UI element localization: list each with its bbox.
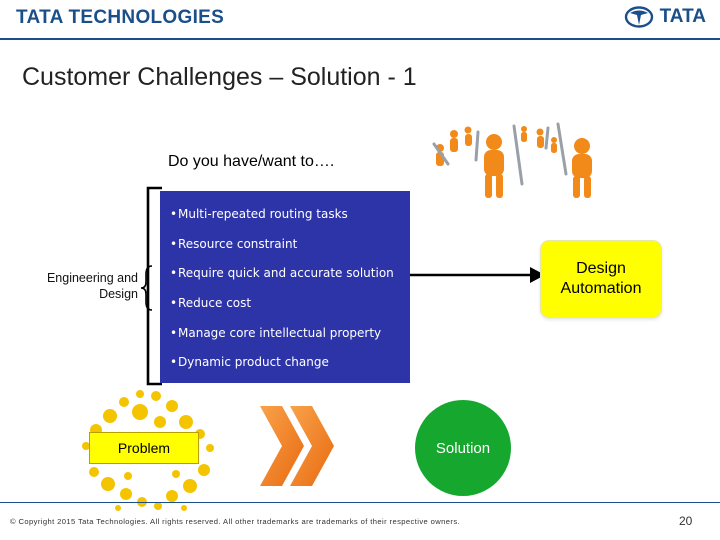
challenge-item: •Require quick and accurate solution: [170, 266, 394, 280]
tata-logo-icon: [624, 6, 653, 28]
challenge-item-label: Resource constraint: [178, 237, 298, 251]
page-number: 20: [679, 514, 693, 528]
challenge-item-label: Multi-repeated routing tasks: [178, 207, 348, 221]
tata-technologies-logo: TATA TECHNOLOGIES: [16, 7, 225, 28]
arrow-icon: [410, 267, 545, 283]
copyright-text: © Copyright 2015 Tata Technologies. All …: [10, 517, 461, 526]
challenge-item: •Manage core intellectual property: [170, 326, 382, 340]
left-brace-icon: [140, 265, 153, 311]
challenge-item-label: Manage core intellectual property: [178, 326, 382, 340]
footer-divider: [0, 502, 720, 503]
challenge-item: •Resource constraint: [170, 237, 298, 251]
tata-logo: TATA: [624, 6, 706, 28]
challenge-item: •Reduce cost: [170, 296, 252, 310]
solution-circle: Solution: [415, 400, 511, 496]
challenge-item: •Multi-repeated routing tasks: [170, 207, 348, 221]
challenge-item-label: Dynamic product change: [178, 355, 329, 369]
tata-wordmark: TATA: [659, 6, 706, 27]
page-title: Customer Challenges – Solution - 1: [22, 63, 417, 91]
challenges-panel: •Multi-repeated routing tasks •Resource …: [160, 191, 410, 383]
double-chevron-icon: [260, 406, 334, 486]
engineering-design-label: Engineering and Design: [46, 271, 138, 301]
people-illustration: [432, 122, 592, 198]
design-automation-label: Design Automation: [560, 260, 642, 297]
challenge-item: •Dynamic product change: [170, 355, 329, 369]
left-bracket-icon: [146, 186, 162, 386]
challenge-item-label: Reduce cost: [178, 296, 252, 310]
design-automation-box: Design Automation: [541, 241, 661, 317]
challenge-item-label: Require quick and accurate solution: [178, 266, 394, 280]
question-text: Do you have/want to….: [168, 153, 335, 170]
problem-label: Problem: [89, 432, 199, 464]
solution-label: Solution: [435, 439, 491, 457]
header-divider: [0, 38, 720, 40]
problem-dots-graphic: [82, 390, 214, 511]
